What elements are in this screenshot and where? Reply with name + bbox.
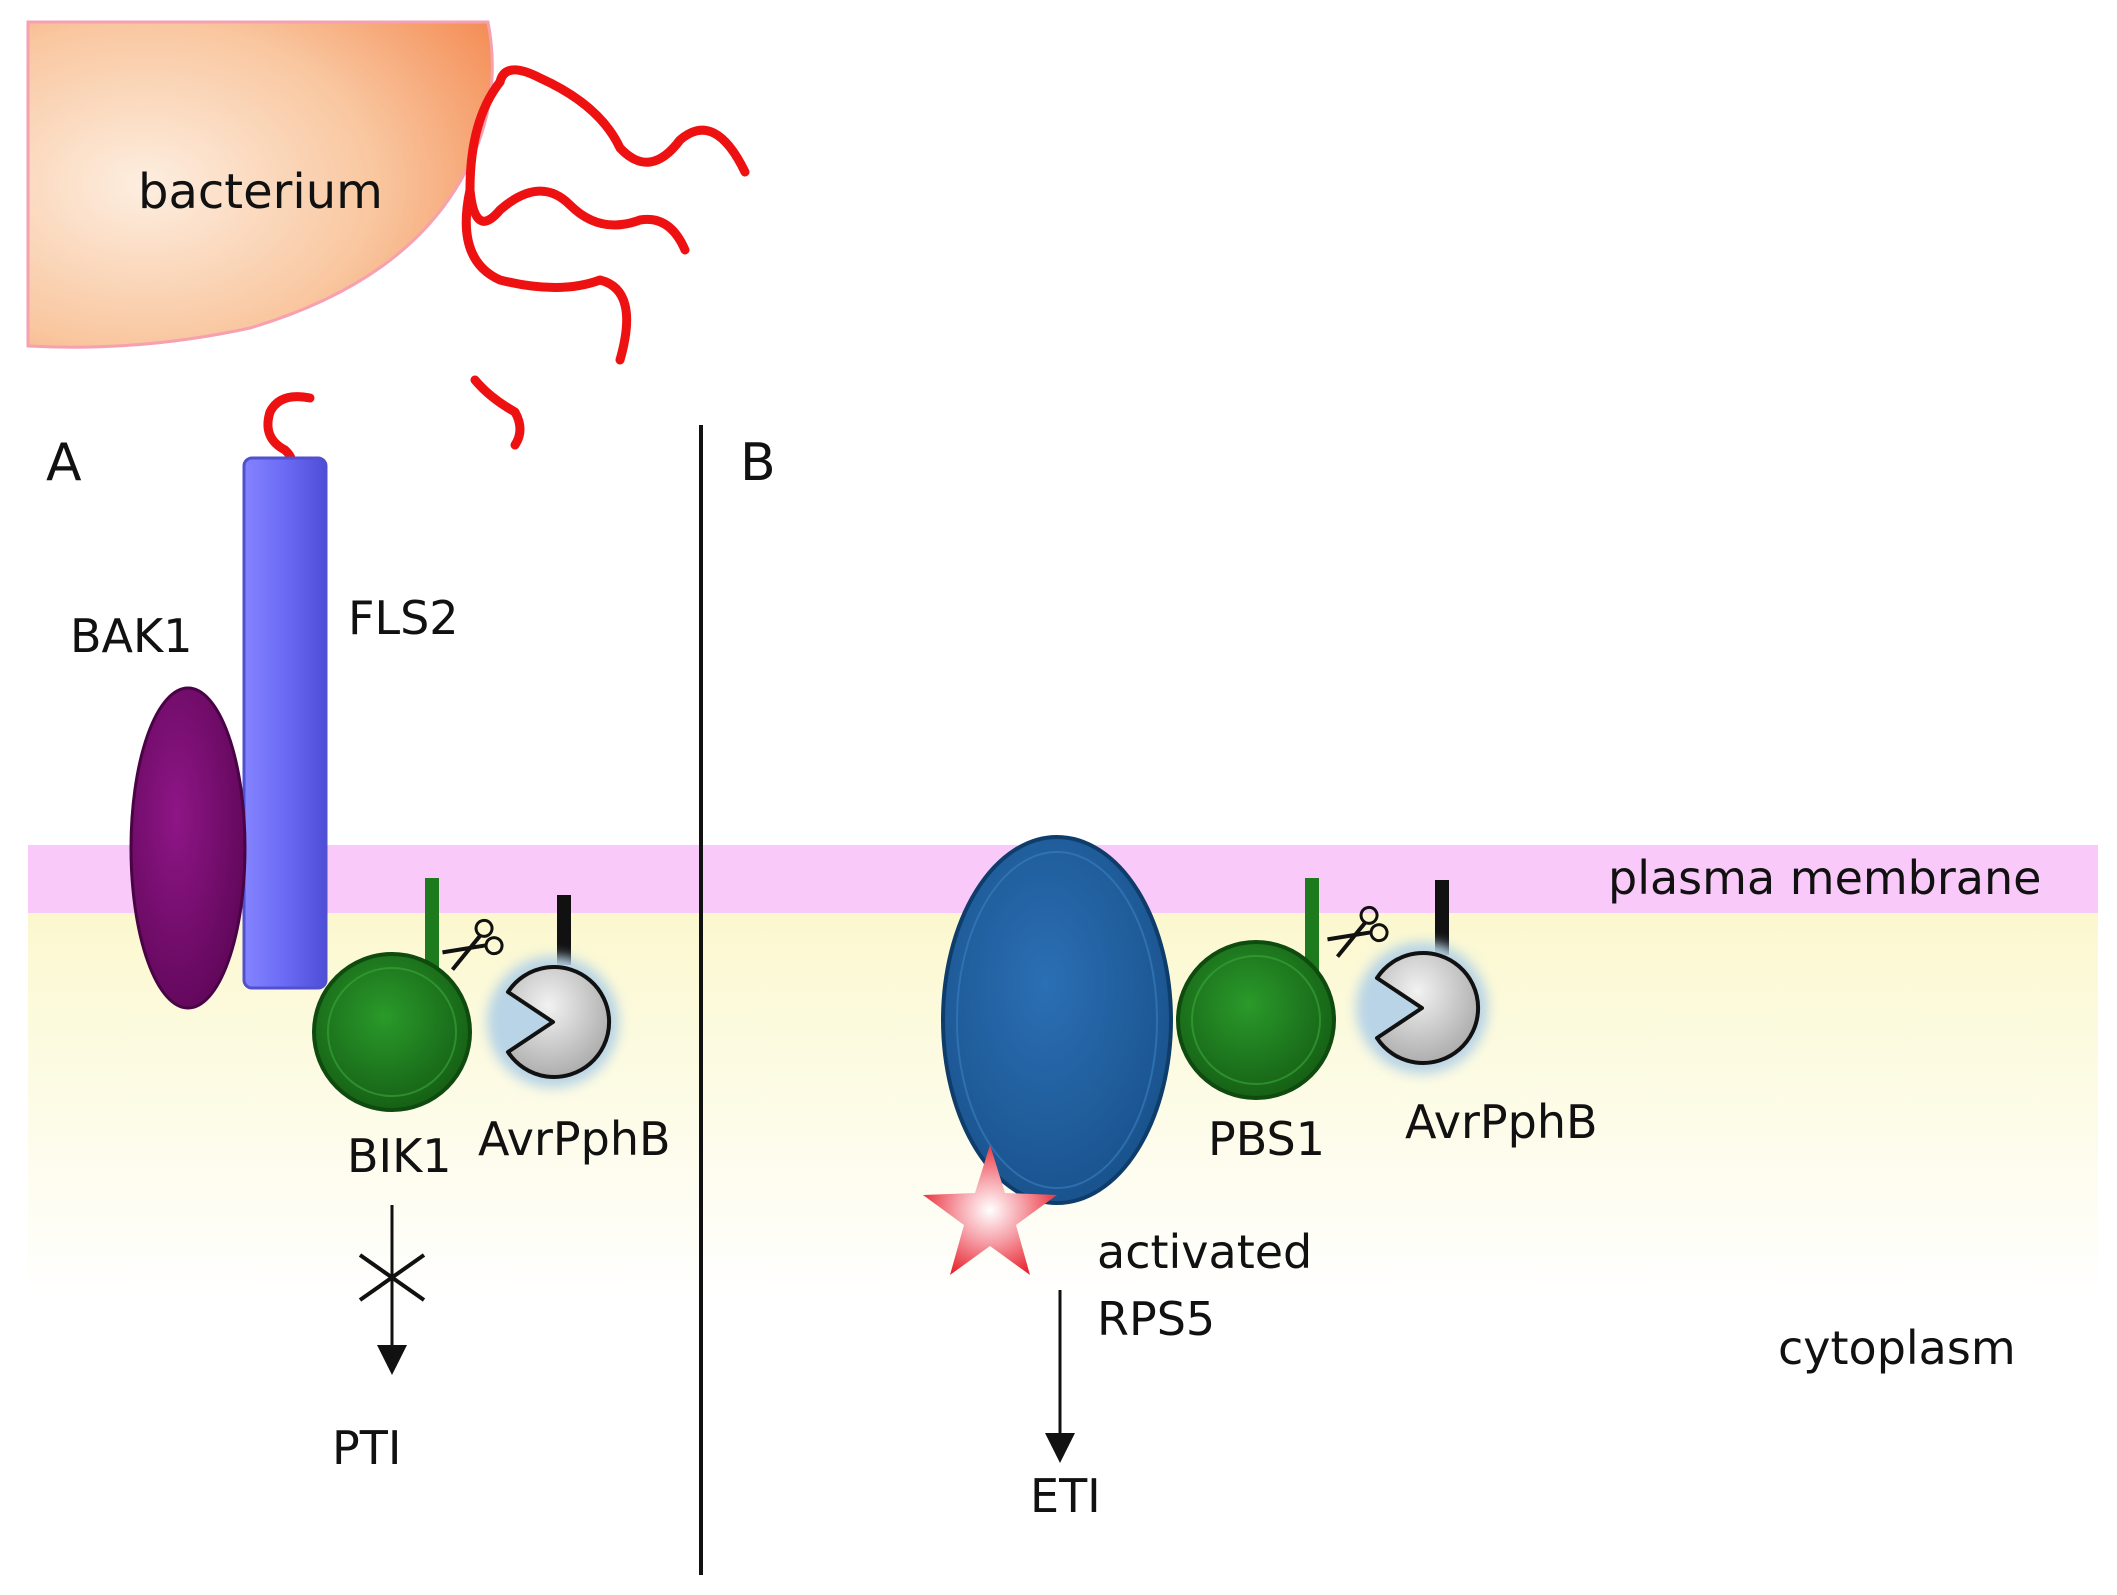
bik1-anchor: [425, 878, 439, 978]
avrpphb-anchor-left: [557, 895, 571, 965]
cytoplasm-label: cytoplasm: [1778, 1321, 2016, 1375]
pbs1-label: PBS1: [1208, 1112, 1325, 1166]
bik1-kinase: [312, 952, 472, 1112]
fls2-label: FLS2: [348, 591, 459, 645]
avrpphb-anchor-right: [1435, 880, 1449, 955]
fls2-receptor: [242, 456, 328, 990]
avrpphb-protease-left: [506, 965, 612, 1079]
star-icon: [923, 1145, 1057, 1275]
blocked-x-icon: [358, 1253, 426, 1302]
bik1-highlight: [327, 967, 457, 1097]
bik1-label: BIK1: [347, 1129, 452, 1183]
avrpphb-label-right: AvrPphB: [1405, 1095, 1598, 1149]
pbs1-kinase: [1176, 940, 1336, 1100]
scissors-icon: [1327, 905, 1389, 958]
panel-b-label: B: [740, 433, 776, 493]
panel-a-label: A: [46, 433, 82, 493]
avrpphb-label-left: AvrPphB: [478, 1112, 671, 1166]
plasma-membrane-label: plasma membrane: [1608, 851, 2041, 905]
bak1-coreceptor: [129, 686, 247, 1010]
rps5-receptor: [941, 835, 1173, 1205]
bacterium-label: bacterium: [138, 164, 383, 220]
pbs1-highlight: [1191, 955, 1321, 1085]
activated-label: activated: [1097, 1225, 1312, 1279]
bak1-label: BAK1: [70, 609, 192, 663]
pti-label: PTI: [332, 1421, 401, 1475]
rps5-rim: [956, 851, 1158, 1189]
rps5-label: RPS5: [1097, 1292, 1215, 1346]
scissors-icon: [442, 918, 504, 971]
avrpphb-protease-right: [1375, 951, 1481, 1065]
eti-label: ETI: [1030, 1469, 1101, 1523]
pbs1-anchor: [1305, 878, 1319, 978]
